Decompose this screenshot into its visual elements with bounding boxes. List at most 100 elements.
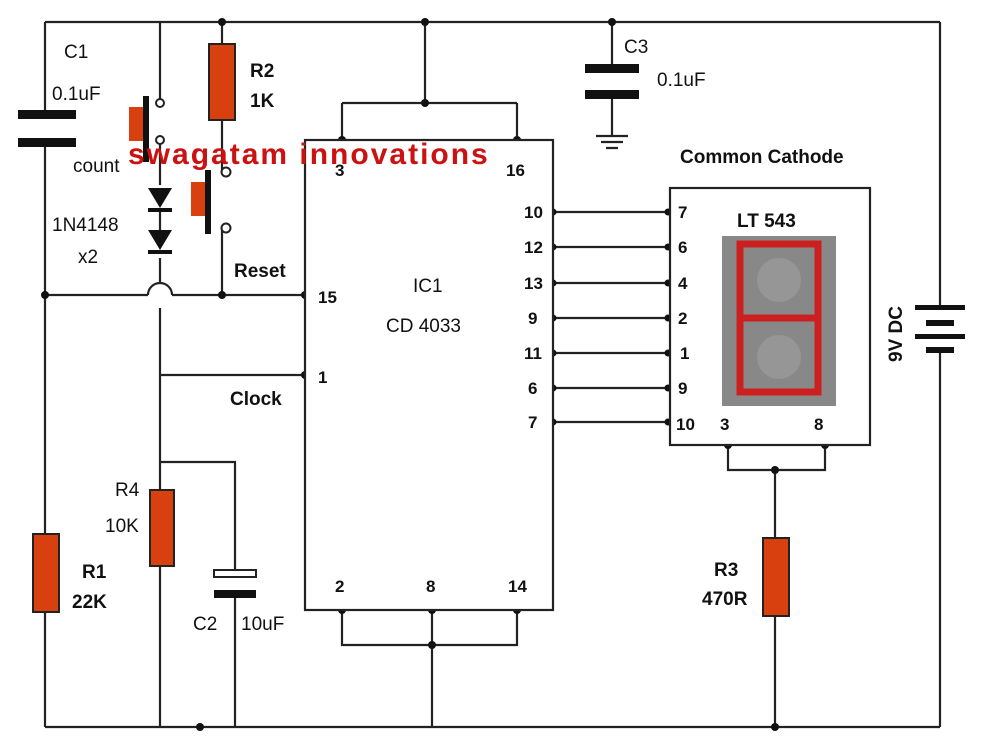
seven-segment-display: Common Cathode LT 543 7 6 4 2 1 9 10 3 8	[668, 147, 872, 447]
c1-value: 0.1uF	[52, 84, 101, 105]
r1-value: 22K	[72, 592, 107, 613]
cathode-bracket	[726, 445, 827, 472]
c3-plate	[585, 64, 639, 73]
reset-label: Reset	[234, 261, 286, 282]
r3-body	[762, 537, 790, 617]
display-part-label: LT 543	[737, 211, 796, 232]
ic-bottom-bracket	[340, 610, 519, 647]
c2-plate-positive	[213, 569, 257, 578]
ic-name: IC1	[413, 276, 443, 297]
r2-body	[208, 43, 236, 121]
ic-pin-label: 13	[524, 274, 543, 293]
resistor-r4: R4 10K	[105, 480, 175, 567]
resistor-r3: R3 470R	[702, 537, 790, 617]
digit-glow-upper	[757, 258, 801, 302]
capacitor-c2: C2 10uF	[193, 569, 284, 635]
ic-part-number: CD 4033	[386, 316, 461, 337]
ground-symbol	[596, 134, 628, 150]
resistor-r2: R2 1K	[208, 43, 275, 121]
reset-switch-contact	[220, 222, 232, 234]
count-switch-button	[129, 107, 143, 141]
ic-pin-label: 14	[508, 577, 527, 596]
ic-pin-label: 3	[335, 161, 344, 180]
junction-dot	[218, 18, 226, 26]
junction-dot	[41, 291, 49, 299]
wire-crossover	[146, 281, 174, 296]
diode-1-bar	[148, 208, 172, 212]
diode-2-triangle	[148, 230, 172, 250]
r4-c2-node-wire	[160, 460, 237, 570]
junction-dot	[196, 723, 204, 731]
ic-body	[303, 138, 555, 612]
display-pin-label: 3	[720, 415, 729, 434]
count-switch-contact	[155, 135, 165, 145]
count-switch: count	[73, 96, 165, 177]
capacitor-c1: C1 0.1uF	[18, 42, 101, 147]
r1-name: R1	[82, 562, 107, 583]
junction-dot	[771, 466, 779, 474]
c1-plate	[18, 138, 76, 147]
reset-switch-button	[191, 182, 205, 216]
ic-pin-label: 15	[318, 288, 337, 307]
ic-pin-label: 12	[524, 238, 543, 257]
display-pin-label: 8	[814, 415, 823, 434]
clock-label: Clock	[230, 389, 282, 410]
c3-name: C3	[624, 37, 648, 58]
r2-name: R2	[250, 61, 274, 82]
r4-name: R4	[115, 480, 140, 501]
c3-plate	[585, 90, 639, 99]
digit-glow-lower	[757, 335, 801, 379]
display-pin-label: 10	[676, 415, 695, 434]
capacitor-c3: C3 0.1uF	[585, 37, 706, 99]
c2-plate-negative	[214, 590, 256, 598]
ic-cd4033: IC1 CD 4033 3 16 15 1 10 12 13 9 11 6 7 …	[303, 138, 555, 612]
ic-pin-label: 2	[335, 577, 344, 596]
diode-part-label: 1N4148	[52, 215, 119, 236]
diode-1-triangle	[148, 188, 172, 208]
junction-dot	[421, 18, 429, 26]
r4-value: 10K	[105, 516, 139, 537]
c3-value: 0.1uF	[657, 70, 706, 91]
display-pin-label: 7	[678, 203, 687, 222]
ic-pin-label: 11	[524, 344, 542, 363]
r3-value: 470R	[702, 589, 748, 610]
count-switch-contact	[155, 98, 165, 108]
junction-dot	[218, 291, 226, 299]
ic-pin-label: 8	[426, 577, 435, 596]
r1-body	[32, 533, 60, 613]
resistor-r1: R1 22K	[32, 533, 107, 613]
junction-dot	[428, 641, 436, 649]
reset-switch-contact	[220, 166, 232, 178]
ic-pin-label: 16	[506, 161, 525, 180]
battery-label: 9V DC	[886, 306, 907, 362]
display-pin-label: 2	[678, 309, 687, 328]
battery-plate-short	[926, 347, 954, 353]
junction-dot	[771, 723, 779, 731]
reset-switch-lever	[205, 170, 211, 234]
ic-pin-label: 9	[528, 309, 537, 328]
display-pin-label: 6	[678, 238, 687, 257]
display-pin-label: 1	[680, 344, 689, 363]
digit-lower-segments	[736, 314, 822, 396]
count-switch-lever	[143, 96, 149, 162]
c1-name: C1	[64, 42, 88, 63]
diode-pair: 1N4148 x2	[52, 188, 172, 268]
battery-9v: 9V DC	[886, 305, 965, 362]
r2-value: 1K	[250, 91, 275, 112]
ic-pin-label: 6	[528, 379, 537, 398]
diode-2-bar	[148, 250, 172, 254]
ic-pin-label: 10	[524, 203, 543, 222]
junction-dot	[608, 18, 616, 26]
reset-switch: Reset	[191, 166, 286, 282]
watermark-text: swagatam innovations	[128, 138, 490, 171]
ic-pin-label: 7	[528, 413, 537, 432]
display-pin-label: 9	[678, 379, 687, 398]
diode-qty-label: x2	[78, 247, 98, 268]
battery-plate-short	[926, 320, 954, 326]
c2-value: 10uF	[241, 614, 284, 635]
battery-plate-long	[915, 334, 965, 339]
r3-name: R3	[714, 560, 738, 581]
c2-name: C2	[193, 614, 217, 635]
